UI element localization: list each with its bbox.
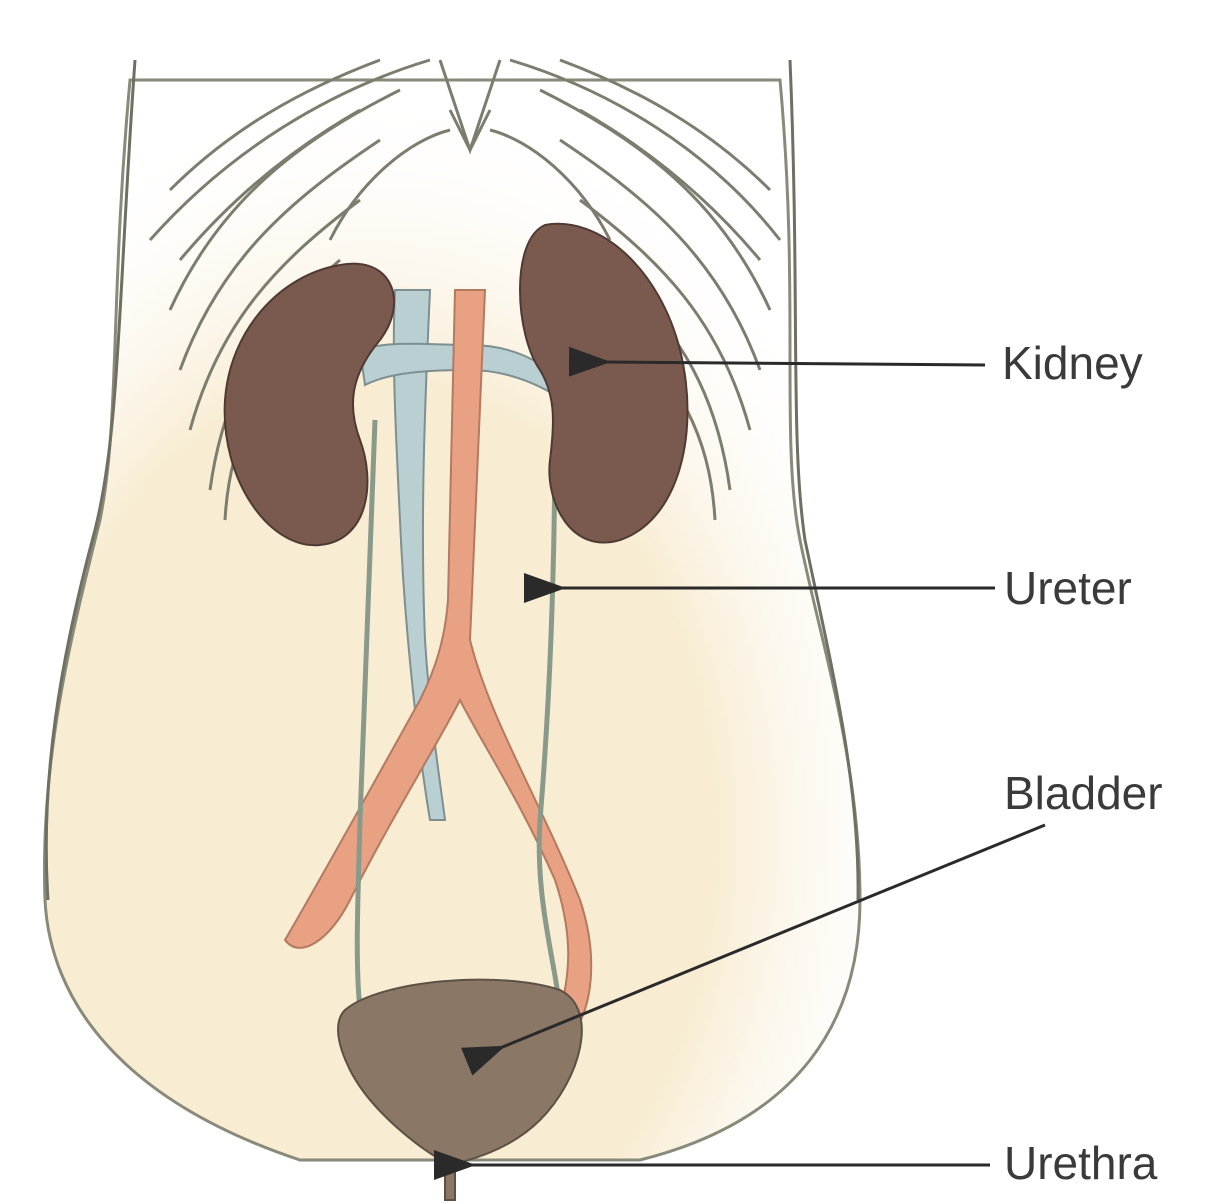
urethra <box>445 1160 455 1200</box>
ureter-label: Ureter <box>1004 565 1132 611</box>
urethra-label: Urethra <box>1004 1140 1157 1186</box>
kidney-label: Kidney <box>1002 340 1143 386</box>
bladder-label: Bladder <box>1004 770 1163 816</box>
